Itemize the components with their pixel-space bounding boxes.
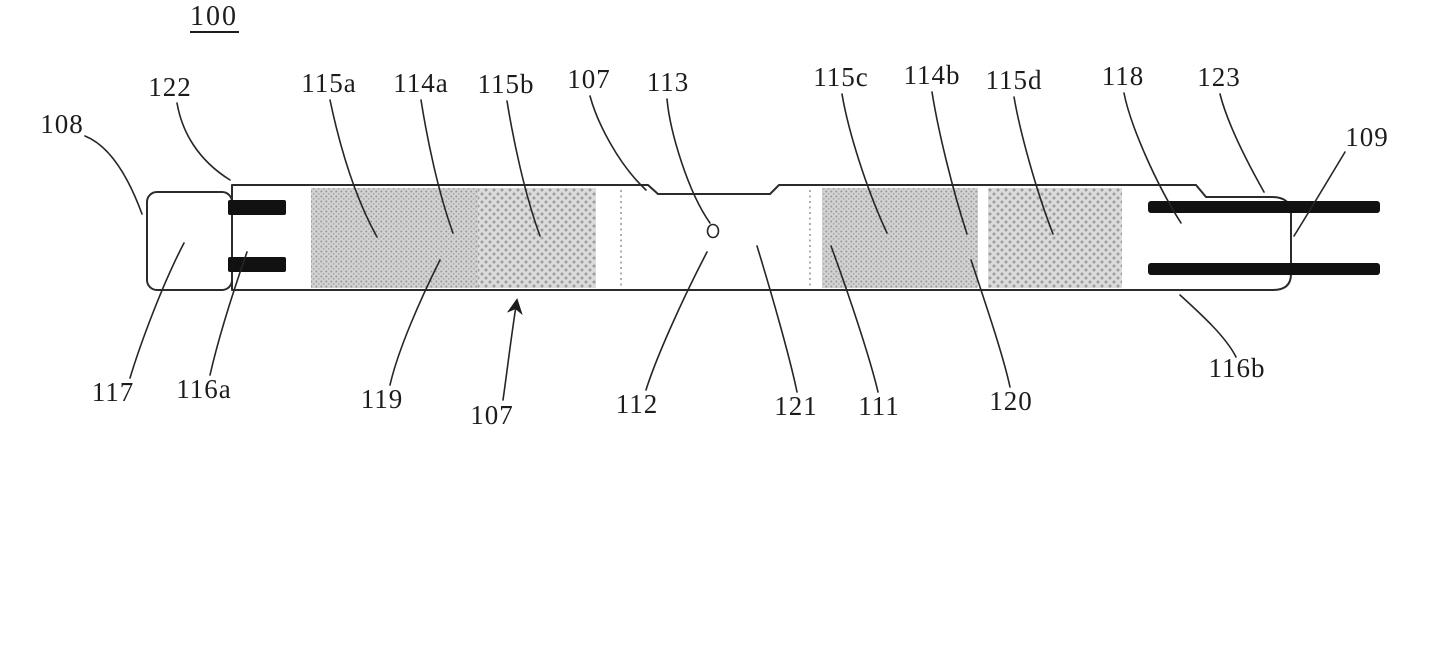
label-119: 119 (361, 384, 404, 414)
zone-115b (478, 188, 596, 288)
label-115a: 115a (301, 68, 356, 98)
lead-wire-bottom (1148, 263, 1380, 275)
leader-115d (1013, 96, 1054, 235)
leader-107-top (589, 95, 647, 191)
label-123: 123 (1197, 62, 1241, 92)
label-122: 122 (148, 72, 192, 102)
leader-123 (1219, 93, 1265, 193)
label-113: 113 (647, 67, 690, 97)
zone-115d (988, 188, 1122, 288)
leader-114a (420, 99, 454, 234)
leader-122 (176, 102, 231, 181)
zone-115c (822, 188, 978, 288)
leader-114b (931, 91, 968, 235)
leader-119 (389, 259, 441, 386)
label-118: 118 (1102, 61, 1145, 91)
leader-111 (830, 245, 879, 393)
label-115c: 115c (813, 62, 868, 92)
contact-bar-top (228, 200, 286, 215)
leader-117 (129, 242, 185, 379)
label-108: 108 (40, 109, 84, 139)
label-109: 109 (1345, 122, 1389, 152)
leader-115a (329, 99, 378, 238)
leader-112 (645, 251, 708, 391)
label-116a: 116a (176, 374, 231, 404)
contact-bar-bottom (228, 257, 286, 272)
leader-109 (1293, 151, 1346, 237)
leader-118 (1123, 92, 1182, 224)
leader-108 (84, 135, 143, 215)
label-117: 117 (92, 377, 135, 407)
lead-wire-top (1148, 201, 1380, 213)
label-107-top: 107 (567, 64, 611, 94)
left-end-cap (146, 191, 233, 291)
leader-121 (756, 245, 798, 393)
leader-115c (841, 93, 888, 234)
label-115d: 115d (986, 65, 1043, 95)
leader-107-bottom-arrow (502, 298, 523, 401)
label-111: 111 (858, 391, 900, 421)
label-112: 112 (616, 389, 659, 419)
leader-113 (666, 98, 711, 224)
leader-116a (209, 251, 248, 376)
label-120: 120 (989, 386, 1033, 416)
label-121: 121 (774, 391, 818, 421)
label-114a: 114a (393, 68, 448, 98)
label-114b: 114b (904, 60, 961, 90)
figure-number: 100 (190, 1, 238, 32)
label-115b: 115b (478, 69, 535, 99)
leader-116b (1179, 294, 1237, 358)
label-116b: 116b (1209, 353, 1266, 383)
label-107-bottom: 107 (470, 400, 514, 430)
leader-120 (970, 259, 1011, 388)
aperture-113-circle (706, 223, 720, 239)
leader-115b (506, 100, 541, 237)
zone-115a (311, 188, 478, 288)
